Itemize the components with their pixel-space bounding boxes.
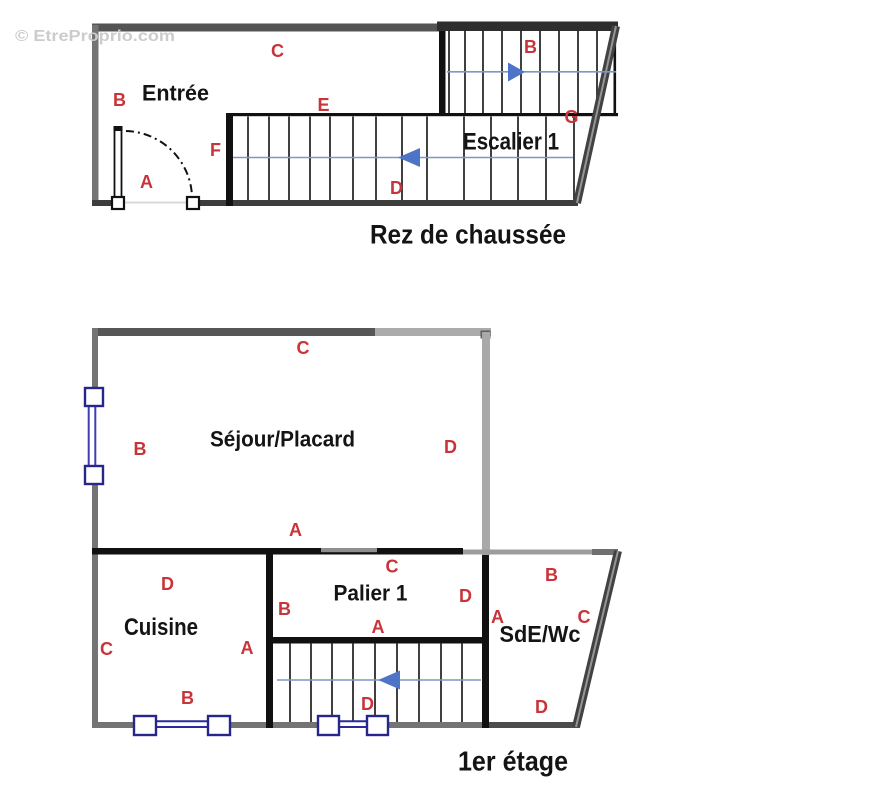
svg-text:B: B bbox=[181, 688, 194, 708]
svg-text:SdE/Wc: SdE/Wc bbox=[500, 621, 581, 647]
svg-text:A: A bbox=[241, 638, 254, 658]
svg-text:D: D bbox=[444, 437, 457, 457]
svg-text:D: D bbox=[361, 694, 374, 714]
svg-text:F: F bbox=[210, 140, 221, 160]
svg-text:A: A bbox=[289, 520, 302, 540]
svg-text:B: B bbox=[278, 599, 291, 619]
svg-text:Palier 1: Palier 1 bbox=[334, 581, 408, 606]
svg-text:D: D bbox=[535, 697, 548, 717]
svg-text:C: C bbox=[271, 41, 284, 61]
svg-text:C: C bbox=[100, 639, 113, 659]
svg-text:C: C bbox=[386, 557, 399, 577]
svg-text:1er étage: 1er étage bbox=[458, 746, 568, 777]
svg-text:B: B bbox=[113, 90, 126, 110]
svg-text:Cuisine: Cuisine bbox=[124, 614, 198, 641]
svg-text:Escalier 1: Escalier 1 bbox=[463, 129, 559, 156]
svg-text:D: D bbox=[459, 586, 472, 606]
svg-text:B: B bbox=[134, 439, 147, 459]
svg-text:B: B bbox=[524, 37, 537, 57]
svg-text:D: D bbox=[390, 178, 403, 198]
svg-text:D: D bbox=[161, 574, 174, 594]
svg-text:A: A bbox=[140, 172, 153, 192]
svg-text:Rez de chaussée: Rez de chaussée bbox=[370, 220, 566, 250]
svg-text:C: C bbox=[578, 607, 591, 627]
svg-text:© EtreProprio.com: © EtreProprio.com bbox=[15, 28, 175, 45]
svg-text:Entrée: Entrée bbox=[142, 81, 209, 106]
svg-text:E: E bbox=[317, 95, 329, 115]
svg-text:G: G bbox=[564, 107, 578, 127]
svg-text:C: C bbox=[297, 338, 310, 358]
svg-text:A: A bbox=[372, 617, 385, 637]
svg-text:B: B bbox=[545, 565, 558, 585]
svg-text:A: A bbox=[491, 607, 504, 627]
svg-text:Séjour/Placard: Séjour/Placard bbox=[210, 427, 355, 452]
